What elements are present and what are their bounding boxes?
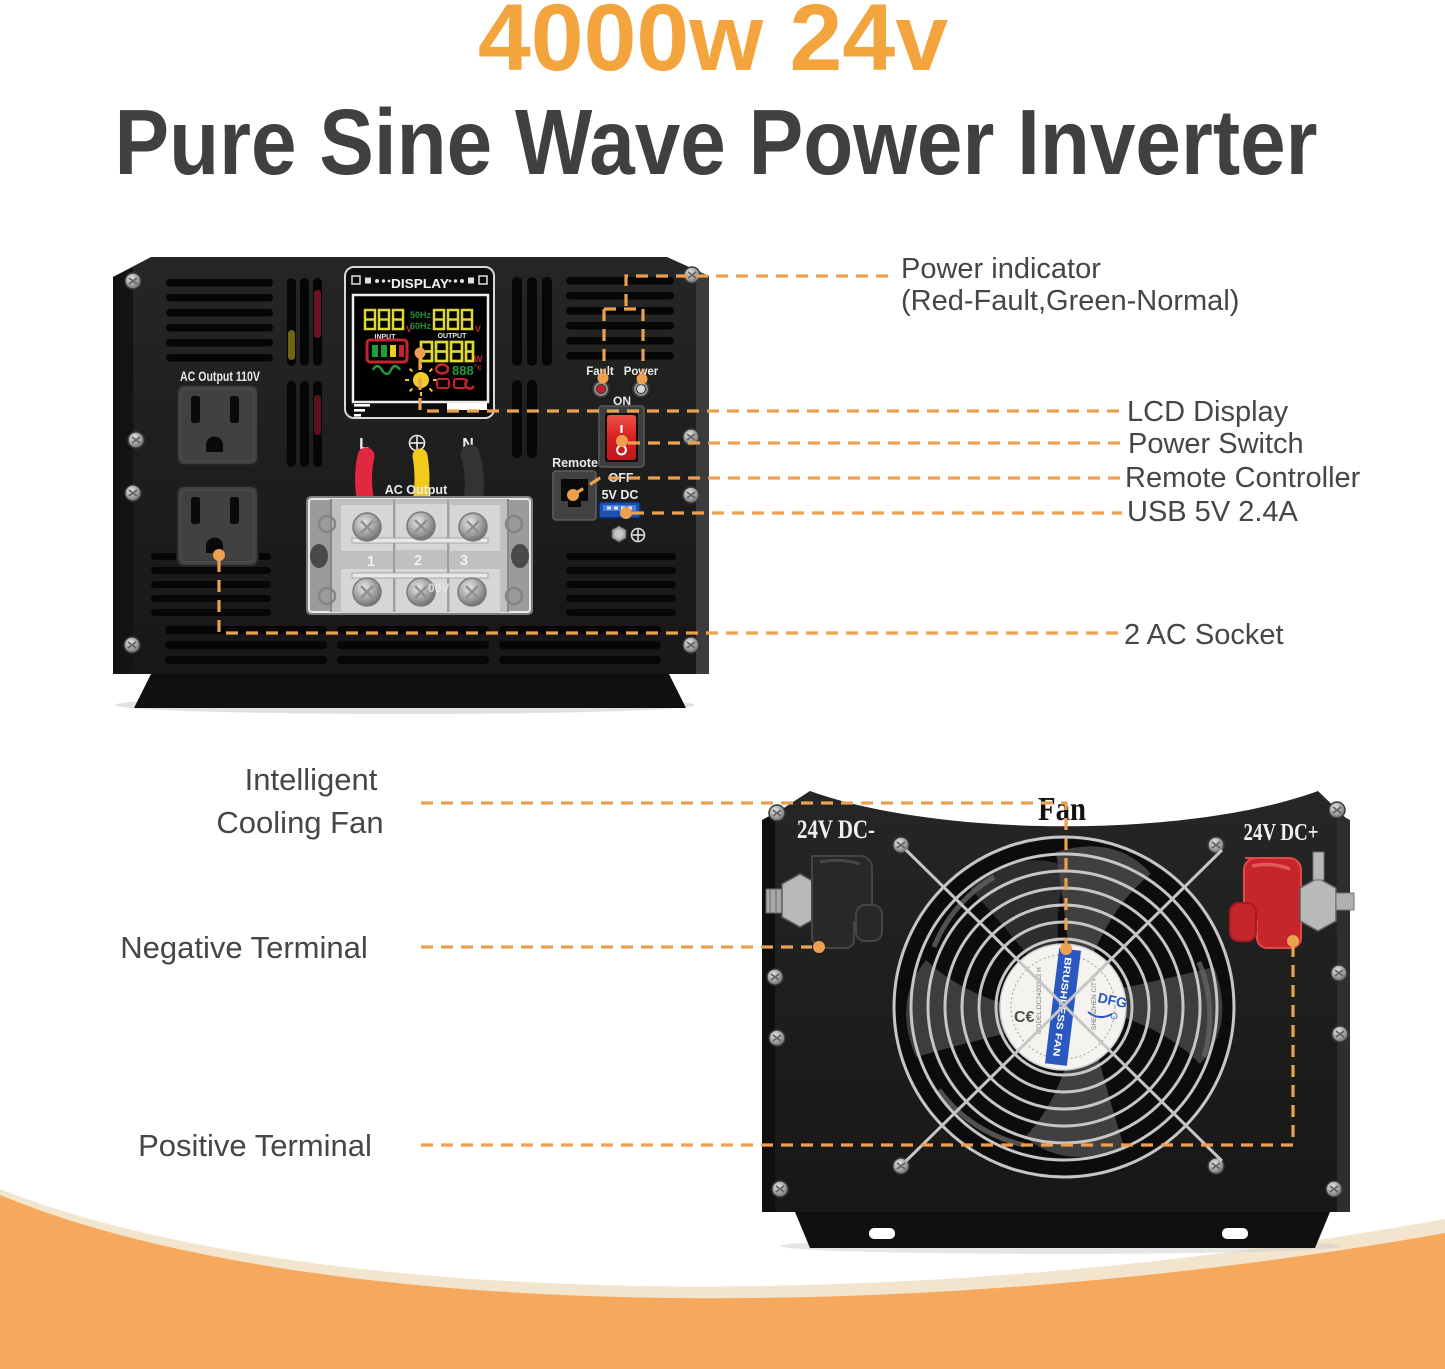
svg-text:LCD Display: LCD Display xyxy=(1127,396,1289,428)
svg-text:OUTPUT: OUTPUT xyxy=(438,333,468,340)
svg-text:888: 888 xyxy=(452,363,474,378)
svg-text:Negative Terminal: Negative Terminal xyxy=(120,930,368,965)
svg-text:2: 2 xyxy=(414,553,422,569)
svg-text:OFF: OFF xyxy=(609,471,634,485)
svg-text:W: W xyxy=(474,354,483,364)
svg-text:C€: C€ xyxy=(1014,1009,1035,1026)
svg-text:Pure Sine Wave Power Inverter: Pure Sine Wave Power Inverter xyxy=(115,90,1318,194)
svg-text:USB 5V 2.4A: USB 5V 2.4A xyxy=(1127,496,1299,528)
svg-text:MODEL:DC24203B2 H: MODEL:DC24203B2 H xyxy=(1036,967,1043,1034)
svg-text:2 AC Socket: 2 AC Socket xyxy=(1124,619,1284,651)
svg-text:00V: 00V xyxy=(428,581,449,595)
svg-text:SHENZHEN CITY: SHENZHEN CITY xyxy=(1091,977,1098,1030)
svg-text:(Red-Fault,Green-Normal): (Red-Fault,Green-Normal) xyxy=(901,285,1239,317)
svg-text:ON: ON xyxy=(613,394,631,408)
svg-text:Remote Controller: Remote Controller xyxy=(1125,462,1361,494)
svg-text:INPUT: INPUT xyxy=(375,334,397,341)
svg-text:Power: Power xyxy=(624,366,659,378)
svg-text:DFG: DFG xyxy=(1096,989,1128,1011)
svg-text:V: V xyxy=(406,324,412,334)
svg-text:AC Output 110V: AC Output 110V xyxy=(180,368,260,384)
svg-text:Cooling Fan: Cooling Fan xyxy=(216,805,383,840)
svg-text:Intelligent: Intelligent xyxy=(245,762,378,797)
svg-text:Fan: Fan xyxy=(1038,791,1086,828)
svg-text:3: 3 xyxy=(460,553,468,569)
svg-text:Power indicator: Power indicator xyxy=(901,253,1101,285)
svg-text:Power Switch: Power Switch xyxy=(1128,428,1304,460)
svg-text:60Hz: 60Hz xyxy=(410,321,432,331)
svg-text:V: V xyxy=(475,324,481,334)
svg-text:4000w 24v: 4000w 24v xyxy=(478,0,948,91)
svg-text:5V DC: 5V DC xyxy=(602,488,639,502)
svg-text:1: 1 xyxy=(367,554,375,570)
svg-text:°c: °c xyxy=(474,363,482,372)
svg-text:50Hz: 50Hz xyxy=(410,310,432,320)
svg-text:Remote: Remote xyxy=(552,456,598,470)
svg-text:DISPLAY: DISPLAY xyxy=(391,277,450,291)
svg-text:L: L xyxy=(359,436,369,453)
svg-text:24V DC+: 24V DC+ xyxy=(1244,820,1319,846)
svg-text:Positive Terminal: Positive Terminal xyxy=(138,1128,372,1163)
svg-text:24V DC-: 24V DC- xyxy=(797,815,875,844)
svg-text:N: N xyxy=(462,436,474,453)
svg-text:AC Output: AC Output xyxy=(385,483,448,497)
